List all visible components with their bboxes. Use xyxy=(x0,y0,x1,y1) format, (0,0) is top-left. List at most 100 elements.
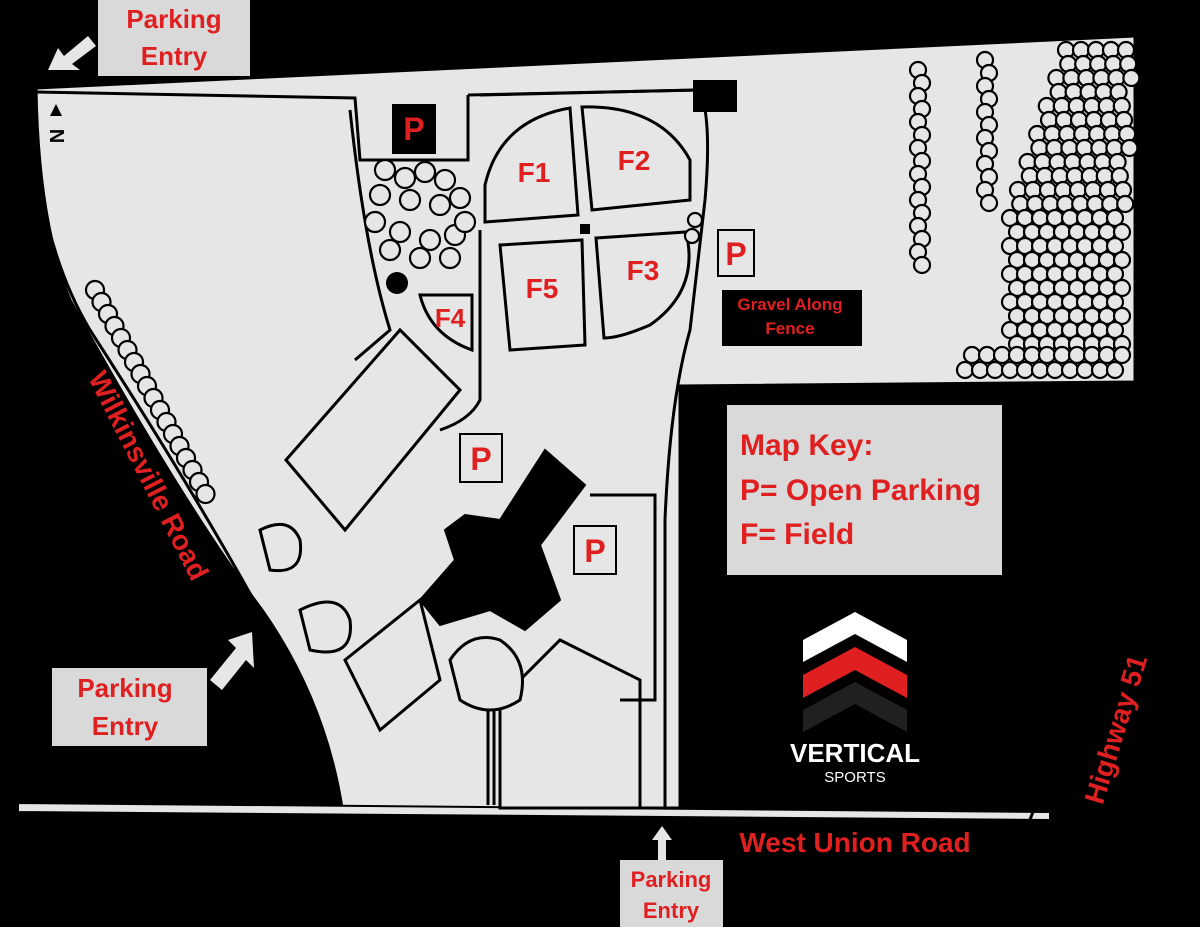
tree xyxy=(977,345,997,365)
tree xyxy=(448,186,472,210)
parking-marker-3: P xyxy=(459,433,503,483)
vertical-sports-logo: VERTICAL SPORTS xyxy=(790,612,920,786)
tree xyxy=(1105,264,1125,284)
north-indicator: N xyxy=(47,104,69,143)
logo-name: VERTICAL xyxy=(790,738,920,768)
tree xyxy=(1067,345,1087,365)
tree xyxy=(912,255,932,275)
field-f2 xyxy=(580,105,692,212)
wilkinsville-road xyxy=(28,40,332,811)
map-key-line-2: F= Field xyxy=(740,518,854,551)
tree xyxy=(1112,306,1132,326)
tree xyxy=(1105,292,1125,312)
field-label-f2: F2 xyxy=(618,145,651,176)
arrow-icon xyxy=(210,632,254,690)
field-f5 xyxy=(498,238,587,352)
tree xyxy=(428,193,452,217)
tree xyxy=(686,211,704,229)
field-f4 xyxy=(418,293,474,353)
field-label-f1: F1 xyxy=(518,157,551,188)
tree xyxy=(388,220,412,244)
tree xyxy=(1030,360,1050,380)
arrow-icon xyxy=(48,36,96,70)
tree xyxy=(1022,345,1042,365)
logo-sub: SPORTS xyxy=(824,769,885,786)
svg-text:P: P xyxy=(725,236,746,272)
field-label-f4: F4 xyxy=(435,303,466,333)
tree xyxy=(1015,360,1035,380)
tree xyxy=(195,483,216,505)
tree xyxy=(683,227,701,245)
tree xyxy=(1000,360,1020,380)
svg-text:Parking: Parking xyxy=(77,673,172,703)
map-key: Map Key: P= Open Parking F= Field xyxy=(727,405,1002,575)
tree xyxy=(393,166,417,190)
parking-entry-bottom: Parking Entry xyxy=(620,826,723,927)
parking-marker-2: P xyxy=(717,229,755,277)
tree xyxy=(985,360,1005,380)
tree xyxy=(1060,360,1080,380)
tree xyxy=(1122,68,1141,88)
parking-entry-left: Parking Entry xyxy=(52,632,254,746)
parking-entry-top: Parking Entry xyxy=(48,0,250,76)
tree xyxy=(1097,345,1117,365)
tree xyxy=(413,160,437,184)
svg-text:P: P xyxy=(584,533,605,569)
field-label-f5: F5 xyxy=(526,273,559,304)
svg-text:P: P xyxy=(403,111,424,147)
parking-marker-1: P xyxy=(392,104,436,154)
svg-text:Entry: Entry xyxy=(643,898,700,923)
tree xyxy=(970,360,990,380)
tree xyxy=(1112,278,1132,298)
trees xyxy=(84,40,1141,505)
field-f3 xyxy=(594,230,691,340)
tree xyxy=(1105,360,1125,380)
tree xyxy=(1112,250,1132,270)
tree xyxy=(363,210,387,234)
tree xyxy=(433,168,457,192)
svg-text:N: N xyxy=(47,129,69,143)
tree xyxy=(1007,345,1027,365)
gravel-label: Gravel Along Fence xyxy=(722,290,862,346)
tree xyxy=(1075,360,1095,380)
tree xyxy=(1105,208,1125,228)
field-label-f3: F3 xyxy=(627,255,660,286)
tree xyxy=(1112,345,1132,365)
tree xyxy=(1045,360,1065,380)
tree xyxy=(438,246,462,270)
main-building xyxy=(418,448,587,632)
small-building xyxy=(693,80,737,112)
tree xyxy=(992,345,1012,365)
parking-marker-4: P xyxy=(573,525,617,575)
tree xyxy=(979,193,999,213)
tree xyxy=(373,158,397,182)
svg-text:Entry: Entry xyxy=(141,41,208,71)
svg-text:Fence: Fence xyxy=(765,319,814,338)
tree xyxy=(418,228,442,252)
tree xyxy=(1105,320,1125,340)
field-f1 xyxy=(483,106,580,224)
west-union-road xyxy=(17,801,1051,822)
map-key-title: Map Key: xyxy=(740,429,873,462)
tree xyxy=(453,210,477,234)
tree xyxy=(962,345,982,365)
tree xyxy=(368,183,392,207)
svg-text:Entry: Entry xyxy=(92,711,159,741)
tree xyxy=(1037,345,1057,365)
arrow-icon xyxy=(652,826,672,866)
svg-text:Gravel Along: Gravel Along xyxy=(737,295,842,314)
map-key-line-1: P= Open Parking xyxy=(740,474,981,507)
tree xyxy=(1082,345,1102,365)
road-label-west-union: West Union Road xyxy=(739,827,970,858)
tree xyxy=(1120,138,1139,158)
fields xyxy=(418,105,692,353)
tree xyxy=(1052,345,1072,365)
svg-text:Parking: Parking xyxy=(126,4,221,34)
tree xyxy=(1090,360,1110,380)
svg-text:Parking: Parking xyxy=(631,867,712,892)
tree xyxy=(955,360,975,380)
svg-text:P: P xyxy=(470,441,491,477)
tree xyxy=(1116,194,1135,214)
tree xyxy=(398,188,422,212)
